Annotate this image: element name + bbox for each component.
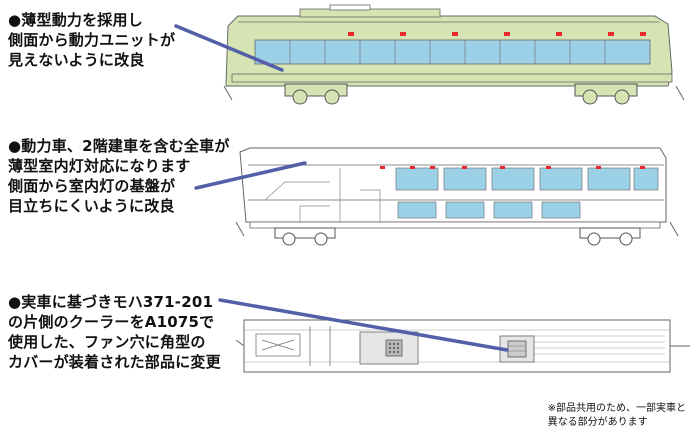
note-interior-light: ●動力車、2階建車を含む全車が 薄型室内灯対応になります 側面から室内灯の基盤が…: [8, 136, 230, 216]
note-line: 薄型室内灯対応になります: [8, 157, 191, 175]
note-line: 目立ちにくいように改良: [8, 197, 175, 215]
double-decker-drawing: [235, 147, 679, 246]
roof-top-view-drawing: [235, 319, 690, 373]
note-power-unit: ●薄型動力を採用し 側面から動力ユニットが 見えないように改良: [8, 10, 175, 70]
note-line: 使用した、ファン穴に角型の: [8, 333, 206, 351]
note-line: カバーが装着された部品に変更: [8, 353, 221, 371]
note-line: 側面から室内灯の基盤が: [8, 177, 176, 195]
note-line: の片側のクーラーをA1075で: [8, 313, 215, 331]
cooler-unit: [359, 331, 419, 365]
footnote-line: ※部品共用のため、一部実車と: [547, 403, 686, 414]
lower-deck-panels: [397, 201, 581, 219]
pantograph: [255, 326, 331, 366]
note-line: ●動力車、2階建車を含む全車が: [8, 137, 230, 155]
leader-line-1: [174, 24, 284, 72]
footnote: ※部品共用のため、一部実車と 異なる部分があります: [548, 402, 686, 430]
motor-car-drawing: [223, 4, 685, 105]
note-line: ●実車に基づきモハ371-201: [8, 293, 214, 311]
note-line: ●薄型動力を採用し: [8, 11, 143, 29]
interior-panel: [254, 39, 651, 65]
note-cooler: ●実車に基づきモハ371-201 の片側のクーラーをA1075で 使用した、ファ…: [8, 292, 221, 372]
note-line: 見えないように改良: [8, 51, 145, 69]
leader-lines: [174, 24, 509, 352]
leader-line-2: [194, 161, 307, 190]
leader-line-3: [218, 298, 509, 352]
note-line: 側面から動力ユニットが: [8, 31, 176, 49]
upper-deck-panels: [395, 167, 659, 191]
footnote-line: 異なる部分があります: [547, 417, 648, 428]
